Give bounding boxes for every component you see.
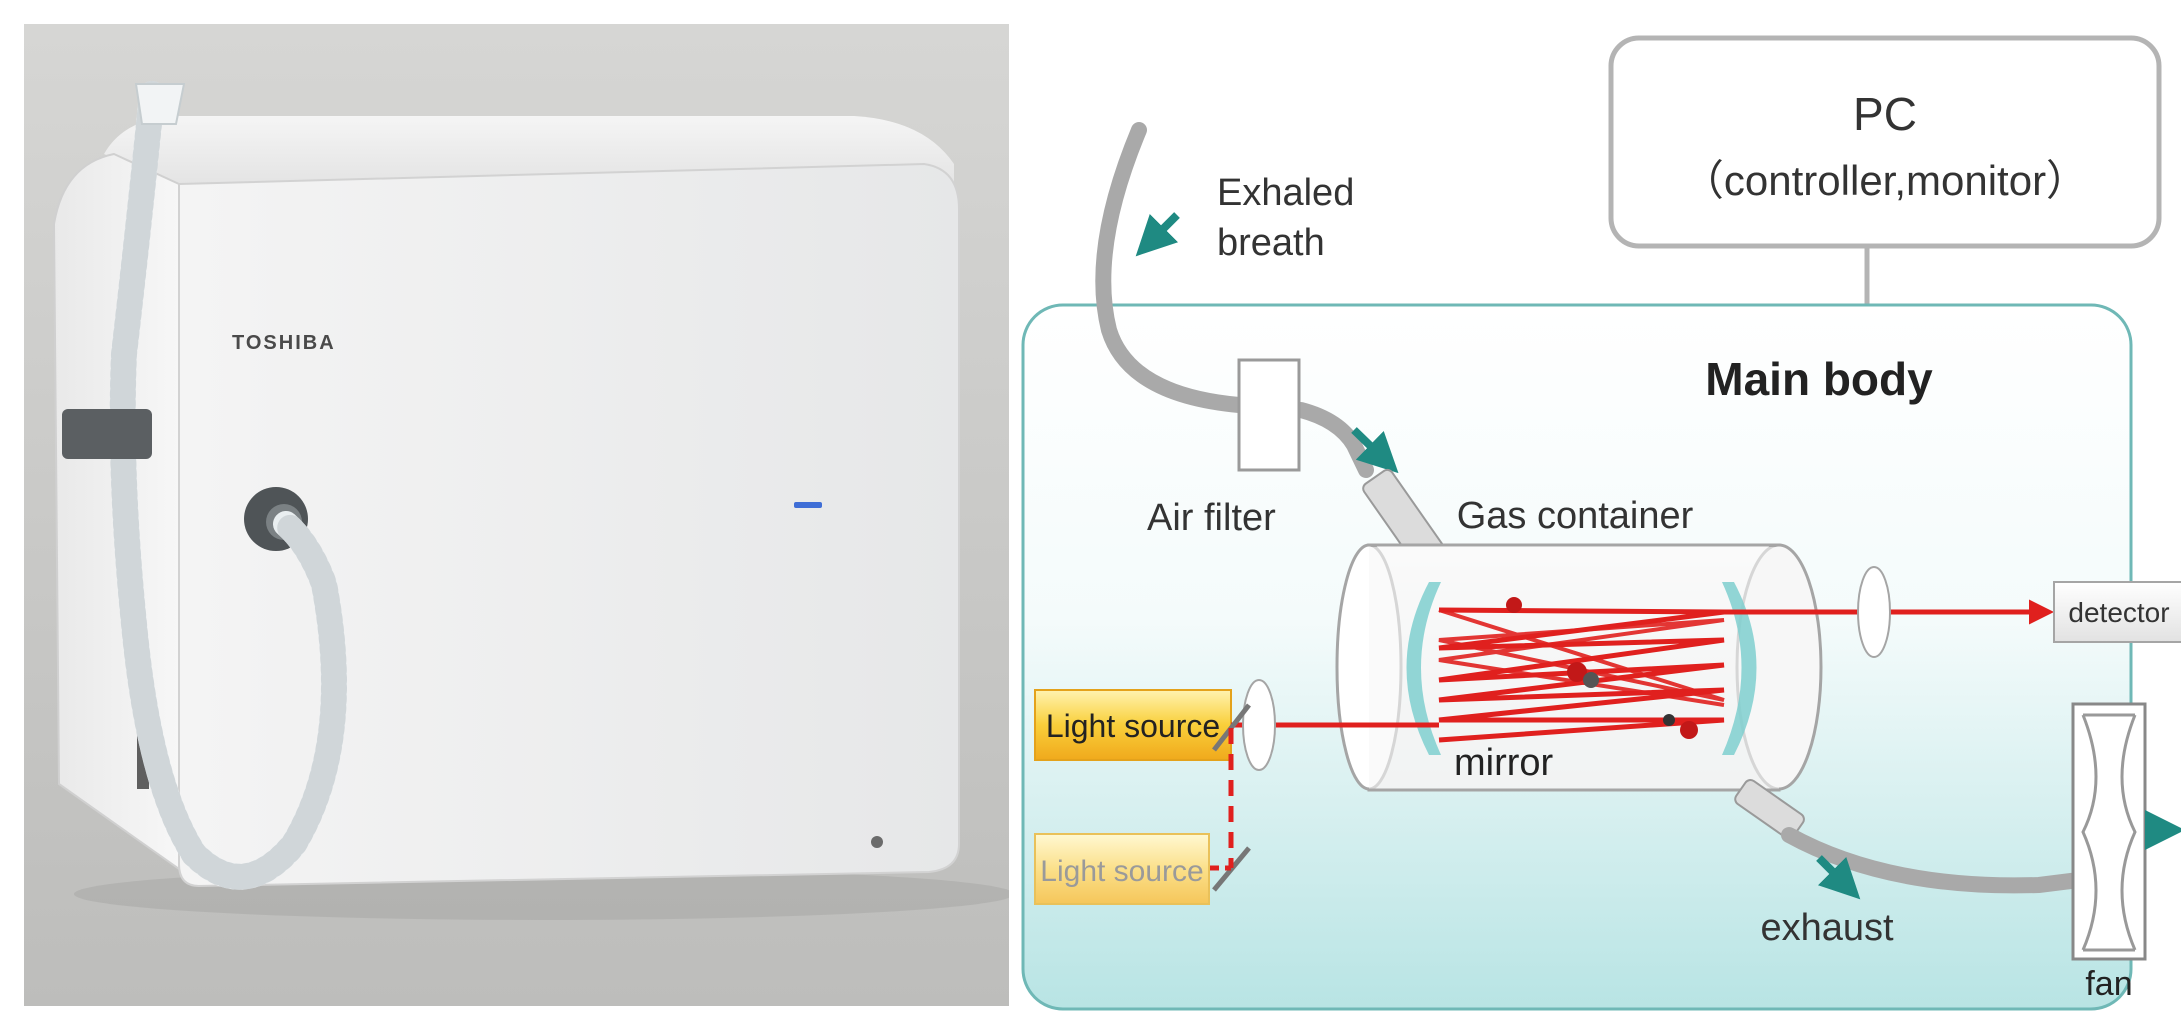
breath-tube-ribs: [109, 81, 347, 890]
exhaled-breath-label-line2: breath: [1217, 222, 1325, 264]
device-top: [104, 116, 954, 184]
light-source-1-label: Light source: [1046, 708, 1220, 744]
gas-container-label: Gas container: [1457, 495, 1694, 537]
mouthpiece: [134, 83, 186, 125]
molecule: [1663, 714, 1675, 726]
pc-title: PC: [1853, 88, 1917, 140]
device-photo: TOSHIBA: [24, 24, 1014, 1006]
device-photo-svg: TOSHIBA: [24, 24, 1014, 1006]
exhaled-breath-arrow: [1135, 212, 1180, 257]
status-led: [794, 502, 822, 508]
right-mirror: [1722, 582, 1757, 755]
screw: [871, 836, 883, 848]
exhaled-breath-label-line1: Exhaled: [1217, 172, 1354, 214]
pc-subtitle: （controller,monitor）: [1682, 157, 2088, 204]
exhaust-label: exhaust: [1760, 907, 1894, 949]
molecule: [1567, 662, 1587, 682]
fan-label: fan: [2085, 965, 2132, 1003]
pc-box: [1608, 35, 2162, 249]
brand-logo: TOSHIBA: [232, 332, 336, 354]
exhaust-arrow: [1816, 855, 1861, 900]
filter-flow-arrow: [1351, 427, 1399, 474]
air-filter-label: Air filter: [1147, 497, 1276, 539]
tube-clamp: [62, 409, 152, 459]
laser-cross-path: [1438, 608, 1725, 707]
detector-box: [2053, 581, 2181, 643]
molecule: [1583, 672, 1599, 688]
left-mirror: [1406, 582, 1441, 755]
laser-multipass-path: [1438, 607, 1725, 743]
light-source-2-label: Light source: [1040, 855, 1203, 888]
molecule: [1506, 597, 1522, 613]
combiner-mirror-1: [1212, 703, 1251, 752]
schematic-diagram: PC （controller,monitor） Main body Exhale…: [1009, 0, 2181, 1030]
source-lens: [1242, 679, 1276, 771]
detector-lens: [1857, 566, 1891, 658]
molecule: [1680, 721, 1698, 739]
fan-blades: [2081, 713, 2137, 952]
combiner-mirror-2: [1212, 846, 1251, 892]
schematic-svg: PC （controller,monitor） Main body Exhale…: [1021, 35, 2181, 1011]
device-front: [178, 162, 960, 888]
air-filter: [1237, 358, 1301, 472]
inlet-tube: [1095, 122, 1247, 413]
mirror-label: mirror: [1454, 742, 1554, 784]
detector-label: detector: [2068, 597, 2169, 628]
exhaust-nozzle: [1734, 778, 1805, 840]
exhaust-tube: [1781, 827, 2087, 894]
main-body-label: Main body: [1705, 353, 1933, 405]
light-source-1: [1034, 689, 1232, 761]
fan-box: [2071, 702, 2147, 961]
filter-tube: [1293, 402, 1374, 478]
light-source-2: [1034, 833, 1210, 905]
